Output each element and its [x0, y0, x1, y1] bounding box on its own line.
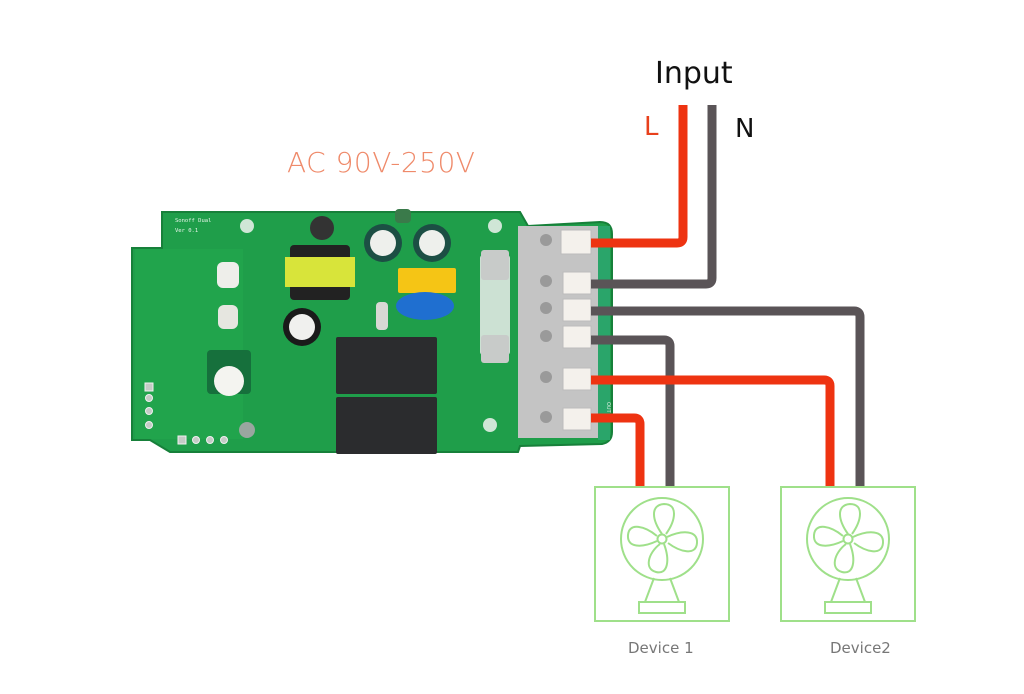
fan-icon — [620, 497, 704, 614]
mounting-hole — [239, 422, 255, 438]
pairing-button — [214, 366, 244, 396]
neutral-label: N — [735, 114, 755, 144]
relay-1 — [336, 337, 437, 394]
device-2-label: Device2 — [830, 639, 891, 657]
relay-2 — [336, 397, 437, 454]
mounting-hole — [488, 219, 502, 233]
transformer — [285, 257, 355, 287]
mounting-hole — [240, 219, 254, 233]
silkscreen-name: Sonoff Dual — [175, 218, 211, 224]
input-title: Input — [655, 56, 733, 91]
voltage-label: AC 90V-250V — [287, 146, 476, 179]
regulator — [310, 216, 334, 240]
device-1-box — [594, 486, 730, 622]
wire-input-neutral — [591, 105, 717, 289]
led — [217, 262, 239, 288]
device-2 — [780, 486, 916, 622]
y-capacitor — [396, 292, 454, 320]
wire-device1-neutral — [591, 335, 675, 487]
device-2-box — [780, 486, 916, 622]
header-pins — [144, 382, 228, 445]
wire-device1-live — [591, 413, 645, 487]
terminal-screws — [540, 234, 552, 423]
varistor — [376, 302, 388, 330]
led — [218, 305, 238, 329]
x-capacitor — [398, 268, 456, 293]
fan-icon — [806, 497, 890, 614]
silkscreen-version: Ver 0.1 — [175, 228, 198, 234]
device-1 — [594, 486, 730, 622]
terminal-label-out: OUT — [605, 402, 611, 414]
live-label: L — [644, 112, 659, 142]
device-1-label: Device 1 — [628, 639, 694, 657]
wire-device2-neutral — [591, 306, 865, 487]
wire-input-live — [591, 105, 688, 248]
pcb-board: Sonoff Dual Ver 0.1 — [131, 209, 613, 454]
mounting-hole — [483, 418, 497, 432]
wire-device2-live — [591, 375, 835, 487]
terminal-levers[interactable] — [560, 229, 592, 431]
